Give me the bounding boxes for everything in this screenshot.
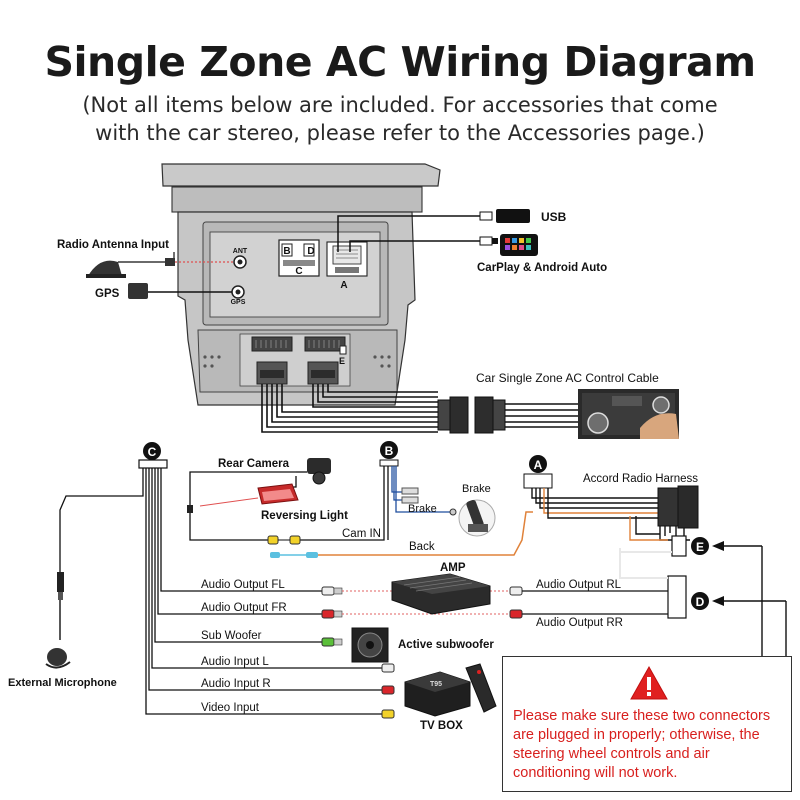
tv-box-label: TV BOX [420, 720, 463, 732]
reversing-light-label: Reversing Light [261, 510, 348, 522]
subtitle-line-2: with the car stereo, please refer to the… [95, 121, 705, 145]
amp-device [391, 573, 491, 615]
camera-rca [267, 535, 301, 545]
brake-device-label: Brake [462, 483, 491, 495]
c-connector [138, 459, 168, 469]
gps-antenna-label: GPS [95, 288, 120, 300]
brake-terminal-2 [401, 496, 419, 504]
marker-e: E [691, 537, 709, 555]
active-subwoofer-label: Active subwoofer [398, 639, 494, 651]
marker-b: B [380, 441, 398, 459]
ac-control-photo [578, 389, 679, 439]
ant-label: ANT [233, 248, 248, 255]
warning-text: Please make sure these two connectors ar… [513, 708, 771, 781]
port-a-label: A [340, 280, 347, 291]
rca-rl [509, 586, 670, 596]
marker-a-label: A [534, 458, 543, 472]
port-d-label: D [307, 246, 314, 257]
back-wire [270, 511, 533, 558]
brake-terminal [449, 508, 457, 516]
rca-fr [321, 609, 510, 619]
rca-video [381, 709, 395, 719]
camera-wires [189, 471, 297, 541]
marker-a: A [529, 455, 547, 473]
amp-label: AMP [440, 562, 466, 574]
sub-woofer-label: Sub Woofer [201, 630, 262, 642]
d-connector [619, 552, 687, 619]
carplay-android-auto-label: CarPlay & Android Auto [477, 262, 607, 274]
ac-control-cable-label: Car Single Zone AC Control Cable [476, 371, 659, 385]
audio-output-fl-label: Audio Output FL [201, 579, 285, 591]
page-title: Single Zone AC Wiring Diagram [44, 38, 756, 86]
rca-in-r [381, 685, 395, 695]
external-microphone-label: External Microphone [8, 677, 117, 689]
carplay-cable: CarPlay & Android Auto [349, 234, 607, 274]
cam-in-label: Cam IN [342, 528, 381, 540]
marker-b-label: B [385, 444, 394, 458]
tv-box-brand: T95 [430, 681, 442, 688]
marker-d: D [691, 592, 709, 610]
video-input-label: Video Input [201, 702, 260, 714]
marker-c: C [143, 442, 161, 460]
rca-rr [509, 609, 670, 619]
port-c-block: B D C [278, 239, 320, 277]
accord-harness [629, 485, 699, 541]
rca-sub [321, 637, 343, 647]
marker-c-label: C [148, 445, 157, 459]
audio-input-l-label: Audio Input L [201, 656, 269, 668]
audio-output-rl-label: Audio Output RL [536, 579, 622, 591]
port-b-label: B [283, 246, 290, 257]
arrow-to-d [712, 596, 786, 606]
tv-box: T95 [404, 663, 497, 717]
a-harness-wires [531, 488, 658, 519]
marker-d-label: D [696, 595, 705, 609]
usb-cable: USB [337, 209, 567, 252]
warning-box: Please make sure these two connectors ar… [502, 656, 792, 792]
rear-camera-label: Rear Camera [218, 458, 290, 470]
a-connector [523, 473, 553, 489]
marker-e-label: E [696, 540, 704, 554]
ant-port: ANT [233, 248, 248, 269]
brake-device [458, 499, 496, 537]
accord-radio-harness-label: Accord Radio Harness [583, 473, 698, 485]
audio-output-rr-label: Audio Output RR [536, 617, 623, 629]
active-subwoofer [351, 627, 389, 663]
usb-label: USB [541, 210, 567, 224]
b-connector [379, 459, 399, 467]
audio-output-fr-label: Audio Output FR [201, 602, 287, 614]
brake-wire-label: Brake [408, 503, 437, 515]
audio-input-r-label: Audio Input R [201, 678, 271, 690]
gps-antenna [128, 283, 232, 299]
head-unit [161, 163, 441, 406]
brake-terminal-1 [401, 487, 419, 495]
warning-triangle-icon [630, 665, 668, 700]
gps-port-label: GPS [231, 299, 246, 306]
c-harness-wires [59, 468, 382, 715]
radio-antenna-label: Radio Antenna Input [57, 239, 169, 251]
port-c-label: C [295, 266, 302, 277]
ac-harness-wires [261, 384, 438, 433]
radio-antenna [86, 252, 234, 278]
lower-connectors: E [251, 336, 347, 385]
external-microphone [45, 572, 71, 669]
b-wires [300, 466, 450, 541]
rca-in-l [381, 663, 395, 673]
back-label: Back [409, 541, 435, 553]
rear-camera [296, 458, 331, 485]
arrow-to-e [712, 541, 762, 551]
reversing-light [257, 483, 299, 505]
camera-inline-connector [187, 505, 193, 513]
subtitle-line-1: (Not all items below are included. For a… [82, 93, 718, 117]
port-a-block: A [326, 241, 368, 291]
ac-cable-connectors [437, 396, 578, 434]
port-e-label: E [339, 356, 345, 366]
